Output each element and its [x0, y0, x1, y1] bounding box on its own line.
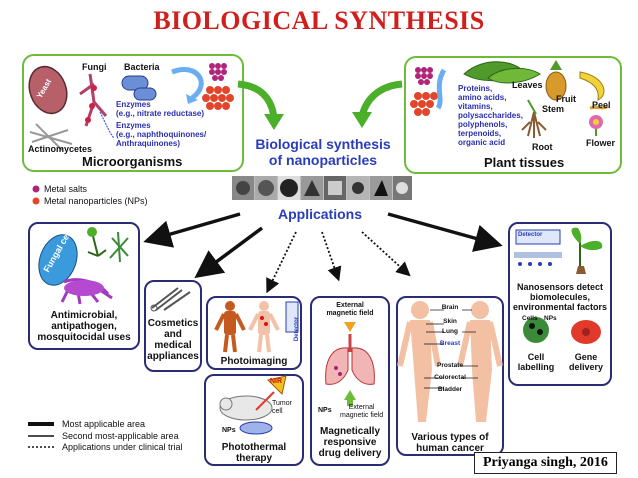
external-field-top-label: External magnetic field: [326, 302, 374, 317]
nanoparticle-micrographs: [232, 176, 412, 200]
enzymes-label-1: Enzymes (e.g., nitrate reductase): [116, 100, 205, 118]
peel-label: Peel: [592, 100, 611, 110]
photoimaging-illustration: [214, 301, 299, 353]
colorectal-label: Colorectal: [434, 374, 466, 381]
microorganisms-illustration: [28, 63, 234, 151]
magnetic-caption: Magnetically responsive drug delivery: [318, 426, 382, 459]
antimicrobial-illustration: [38, 227, 129, 305]
detector-small-label: Detector: [294, 316, 301, 342]
prostate-label: Prostate: [436, 362, 463, 369]
brain-label: Brain: [441, 304, 459, 311]
medical-tools-icon: [150, 287, 191, 312]
nir-label: NIR: [270, 378, 283, 385]
lungs-illustration: [325, 322, 375, 406]
cell-labelling-caption: Cell labelling: [517, 352, 555, 372]
nps-label-2: NPs: [318, 407, 332, 414]
root-label: Root: [532, 142, 553, 152]
fungi-label: Fungi: [82, 62, 107, 72]
legend-most: Most applicable area: [62, 419, 146, 429]
bacteria-label: Bacteria: [124, 62, 160, 72]
nanosensors-caption: Nanosensors detect biomolecules, environ…: [512, 282, 608, 312]
applications-heading: Applications: [277, 206, 362, 222]
tumor-cell-label: Tumor cell: [272, 400, 292, 415]
legend-second: Second most-applicable area: [62, 431, 179, 441]
key-metal-nps: Metal nanoparticles (NPs): [44, 196, 148, 206]
skin-label: Skin: [443, 318, 457, 325]
fruit-label: Fruit: [556, 94, 576, 104]
cancer-caption: Various types of human cancer: [411, 432, 489, 454]
cosmetics-panel: [144, 280, 202, 372]
microorganisms-title: Microorganisms: [82, 154, 183, 169]
gene-delivery-caption: Gene delivery: [568, 352, 604, 372]
detector-label: Detector: [518, 232, 543, 238]
stem-label: Stem: [542, 104, 565, 114]
plant-tissues-illustration: [410, 60, 610, 138]
bladder-label: Bladder: [437, 386, 463, 393]
breast-label: Breast: [439, 340, 461, 347]
key-markers: [32, 185, 40, 205]
external-field-bottom-label: External magnetic field: [340, 404, 384, 419]
key-metal-salts: Metal salts: [44, 184, 88, 194]
lung-label: Lung: [442, 328, 458, 335]
center-heading: Biological synthesis of nanoparticles: [255, 136, 391, 168]
human-bodies-illustration: [397, 301, 503, 422]
cells-label: Cells: [522, 315, 538, 322]
credit-label: Priyanga singh, 2016: [474, 452, 617, 474]
actinomycetes-label: Actinomycetes: [28, 144, 93, 154]
photothermal-caption: Photothermal therapy: [221, 442, 287, 464]
photoimaging-caption: Photoimaging: [220, 356, 288, 367]
legend-trial: Applications under clinical trial: [62, 442, 183, 452]
leaves-label: Leaves: [512, 80, 543, 90]
nanosensors-illustration: [514, 227, 603, 344]
plant-compounds-list: Proteins, amino acids, vitamins, polysac…: [458, 84, 523, 147]
flower-label: Flower: [586, 138, 616, 148]
photothermal-panel: [204, 374, 304, 466]
photothermal-illustration: [219, 375, 287, 435]
cosmetics-caption: Cosmetics and medical appliances: [147, 318, 199, 362]
legend-lines: [28, 422, 54, 448]
nps-label-3: NPs: [544, 315, 557, 322]
nps-label-1: NPs: [222, 427, 236, 434]
enzymes-label-2: Enzymes (e.g., naphthoquinones/ Anthraqu…: [116, 121, 207, 148]
antimicrobial-caption: Antimicrobial, antipathogen, mosquitocid…: [37, 310, 131, 343]
plant-tissues-title: Plant tissues: [484, 155, 565, 170]
page-title: BIOLOGICAL SYNTHESIS: [153, 6, 485, 35]
